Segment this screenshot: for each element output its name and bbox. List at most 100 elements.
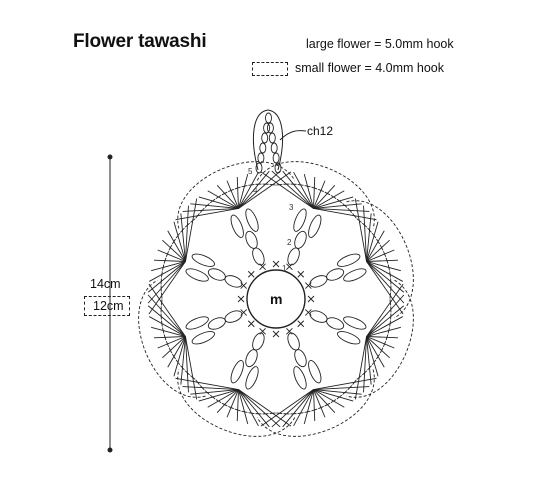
fan-stitch-tick — [389, 299, 392, 306]
leaf-stitch — [293, 366, 307, 390]
fan-stitch — [180, 213, 186, 262]
fan-stitch-tick — [165, 251, 170, 257]
chain-stitch — [270, 142, 278, 154]
fan-stitch — [313, 176, 316, 209]
fan-stitch-tick — [175, 359, 181, 365]
fan-stitch — [366, 261, 404, 315]
oval-stitch — [207, 317, 226, 330]
diagram-title: Flower tawashi — [73, 31, 207, 52]
fan-stitch — [216, 185, 239, 209]
fan-stitch — [366, 336, 379, 377]
fan-stitch-tick — [184, 222, 190, 228]
fan-stitch — [313, 203, 362, 209]
fan-stitch — [313, 389, 354, 402]
fan-stitch — [238, 170, 270, 209]
fan-stitch — [366, 336, 372, 385]
fan-stitch — [238, 170, 281, 209]
fan-stitch — [236, 389, 239, 422]
fan-stitch — [313, 386, 370, 390]
fan-stitch-tick — [330, 399, 337, 404]
single-crochet-mark — [286, 263, 293, 270]
leaf-stitch — [230, 360, 244, 384]
fan-stitch-tick — [371, 233, 377, 239]
chain-label: ch12 — [307, 124, 334, 138]
leaf-stitch — [308, 214, 322, 238]
fan-stitch-tick — [376, 238, 381, 245]
single-crochet-mark — [247, 320, 255, 328]
fan-stitch — [271, 170, 314, 209]
fan-stitch — [185, 198, 198, 262]
fan-stitch-tick — [385, 257, 389, 264]
fan-stitch — [282, 170, 314, 209]
scallop-outline — [256, 161, 375, 229]
leaf-stitch — [185, 268, 209, 282]
oval-stitch — [245, 230, 258, 249]
fan-stitch — [147, 294, 186, 337]
fan-stitch — [366, 336, 399, 339]
dimension-line-top-dot — [107, 154, 113, 160]
fan-stitch-tick — [199, 207, 205, 213]
fan-stitch — [157, 249, 186, 262]
fan-stitch — [366, 249, 395, 262]
fan-stitch-tick — [352, 213, 357, 219]
fan-stitch — [313, 196, 354, 209]
fan-stitch — [151, 326, 186, 337]
dimension-small: 12cm — [93, 299, 124, 313]
fan-stitch-tick — [180, 227, 185, 233]
fan-stitch-tick — [389, 271, 391, 278]
fan-stitch — [148, 316, 186, 337]
fan-stitch — [366, 261, 405, 304]
fan-stitch-tick — [228, 405, 234, 410]
fan-stitch-tick — [175, 233, 181, 239]
fan-stitch — [366, 259, 399, 262]
magic-ring — [246, 269, 306, 329]
fan-stitch-tick — [248, 412, 255, 414]
fan-stitch — [366, 336, 390, 359]
scallop-outline — [138, 279, 206, 398]
fan-stitch — [366, 261, 404, 282]
single-crochet-mark — [237, 295, 245, 303]
fan-stitch-tick — [161, 271, 163, 278]
fan-stitch-tick — [379, 244, 384, 251]
fan-stitch — [366, 283, 404, 337]
fan-stitch — [313, 208, 377, 221]
fan-stitch — [363, 205, 367, 262]
fan-stitch — [167, 336, 186, 368]
fan-stitch — [157, 336, 186, 349]
fan-stitch — [366, 230, 385, 262]
fan-stitch — [175, 208, 239, 221]
single-crochet-mark — [240, 309, 247, 316]
fan-stitch — [147, 305, 186, 337]
oval-stitch — [224, 310, 243, 323]
legend-small-flower: small flower = 4.0mm hook — [295, 61, 445, 75]
fan-stitch-tick — [379, 347, 384, 354]
fan-stitch-tick — [356, 375, 362, 380]
fan-stitch-tick — [276, 183, 283, 186]
fan-stitch-tick — [171, 353, 176, 360]
dimension-small-box: 12cm — [84, 296, 130, 316]
fan-stitch-tick — [269, 412, 276, 415]
fan-stitch-tick — [382, 341, 387, 347]
fan-stitch-tick — [304, 410, 311, 413]
oval-stitch — [207, 268, 226, 281]
fan-stitch — [303, 174, 314, 209]
fan-stitch-tick — [210, 198, 216, 204]
chain-stitch — [261, 132, 269, 144]
fan-stitch-tick — [324, 191, 331, 196]
fan-stitch — [153, 336, 186, 339]
fan-stitch — [313, 389, 336, 413]
oval-stitch — [294, 349, 307, 368]
fan-stitch — [190, 203, 239, 209]
single-crochet-mark — [259, 328, 266, 335]
fan-stitch-tick — [342, 203, 348, 208]
fan-stitch — [162, 336, 186, 359]
oval-stitch — [287, 332, 300, 351]
fan-stitch-tick — [330, 194, 337, 199]
fan-stitch-tick — [389, 320, 391, 327]
single-crochet-mark — [297, 320, 305, 328]
fan-stitch — [366, 221, 379, 262]
oval-stitch — [294, 230, 307, 249]
fan-stitch — [354, 198, 367, 262]
fan-stitch — [238, 389, 281, 428]
oval-stitch — [287, 247, 300, 266]
